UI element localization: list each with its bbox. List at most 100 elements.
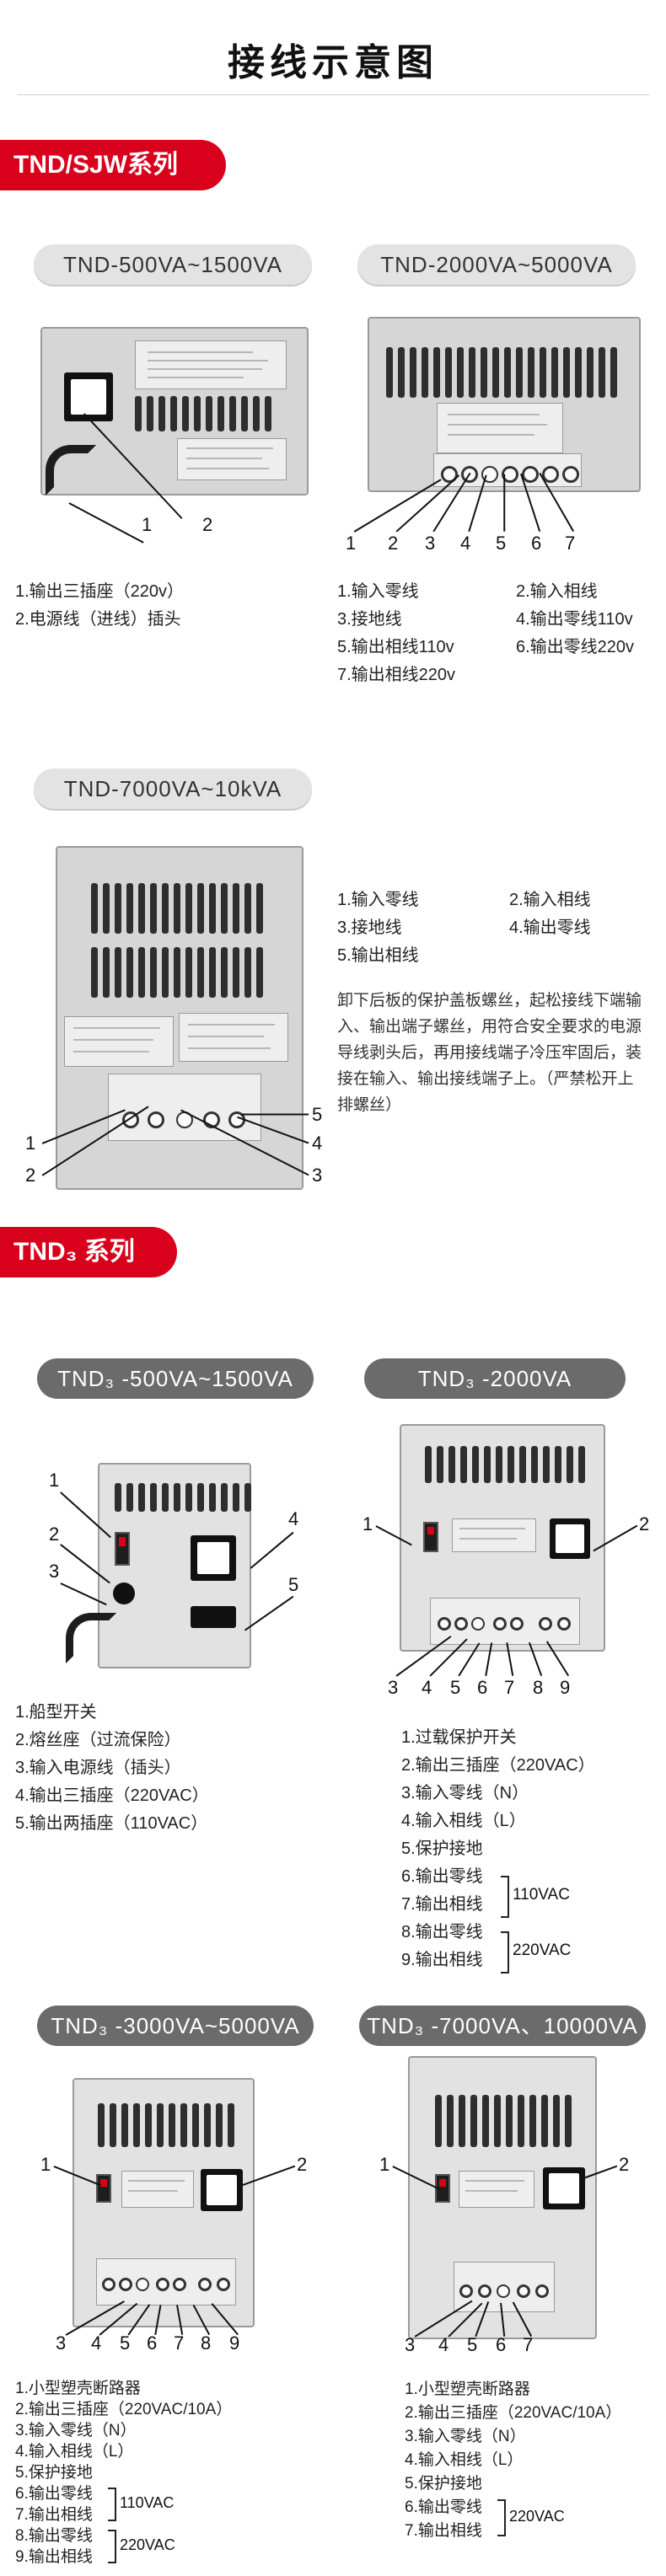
terminal-screw: [493, 1617, 507, 1631]
group-brace: [501, 1931, 509, 1974]
terminal-screw: [441, 466, 458, 483]
callout-2: 2: [49, 1524, 60, 1545]
fuse-holder: [113, 1583, 135, 1604]
legend-item: 4.输入相线（L）: [405, 2451, 524, 2469]
rating-plate: [179, 1013, 288, 1062]
vent-slots-upper: [91, 883, 263, 934]
legend-item: 1.小型塑壳断路器: [15, 2380, 141, 2397]
legend-item: 4.输出零线110v: [516, 610, 633, 629]
ground-terminal: [471, 1617, 485, 1631]
callout-2: 2: [388, 533, 399, 554]
legend-item: 1.过载保护开关: [401, 1728, 517, 1747]
legend-tnd3-3000: 1.小型塑壳断路器 2.输出三插座（220VAC/10A） 3.输入零线（N） …: [15, 2378, 232, 2568]
three-pin-socket: [191, 1535, 236, 1581]
legend-item: 5.输出相线: [337, 946, 419, 965]
legend-item: 5.保护接地: [405, 2475, 482, 2493]
legend-tnd-500: 1.输出三插座（220v） 2.电源线（进线）插头: [15, 578, 184, 634]
legend-tnd3-7000: 1.小型塑壳断路器 2.输出三插座（220VAC/10A） 3.输入零线（N） …: [405, 2378, 621, 2543]
back-panel-tnd-500: [40, 327, 309, 495]
legend-item: 1.输入零线: [337, 891, 419, 909]
callout-7: 7: [565, 533, 576, 554]
callout-5: 5: [120, 2332, 131, 2354]
back-panel-tnd-2000: [368, 317, 641, 492]
warning-plate: [437, 403, 563, 453]
legend-item: 2.电源线（进线）插头: [15, 610, 181, 629]
callout-1: 1: [363, 1513, 373, 1534]
back-panel-tnd3-7000: [408, 2056, 597, 2339]
callout-1: 1: [379, 2154, 390, 2175]
legend-tnd-2000-right: 2.输入相线 4.输出零线110v 6.输出零线220v: [516, 578, 634, 661]
vent-slots: [435, 2095, 572, 2147]
callout-8: 8: [533, 1677, 544, 1698]
rating-plate: [452, 1518, 536, 1552]
ground-terminal: [497, 2284, 510, 2298]
terminal-block: [108, 1074, 261, 1141]
terminal-screw: [102, 2278, 115, 2291]
legend-tnd3-500: 1.船型开关 2.熔丝座（过流保险） 3.输入电源线（插头） 4.输出三插座（2…: [15, 1699, 209, 1838]
terminal-screw: [539, 1617, 552, 1631]
terminal-screw: [148, 1111, 164, 1128]
legend-item: 5.输出相线110v: [337, 638, 454, 656]
back-panel-tnd3-3000: [73, 2078, 255, 2327]
callout-4: 4: [422, 1677, 432, 1698]
terminal-block: [430, 1598, 580, 1645]
callout-4: 4: [438, 2334, 449, 2355]
vent-slots: [98, 2103, 234, 2147]
legend-item: 1.船型开关: [15, 1703, 97, 1722]
legend-item: 6.输出零线220v: [516, 638, 635, 656]
back-panel-tnd3-500: [66, 1463, 251, 1668]
terminal-screw: [502, 466, 518, 483]
callout-2: 2: [202, 514, 213, 535]
callout-6: 6: [496, 2334, 507, 2355]
ground-terminal: [136, 2278, 149, 2291]
callout-6: 6: [531, 533, 542, 554]
terminal-screw: [535, 2284, 549, 2298]
callout-5: 5: [450, 1677, 461, 1698]
terminal-screw: [198, 2278, 212, 2291]
legend-item: 1.输入零线: [337, 582, 419, 601]
callout-5: 5: [288, 1574, 299, 1595]
group-brace: [108, 2530, 116, 2563]
wiring-instructions: 卸下后板的保护盖板螺丝，起松接线下端输入、输出端子螺丝，用符合安全要求的电源导线…: [337, 992, 642, 1114]
rating-plate: [177, 438, 287, 480]
callout-3: 3: [405, 2334, 416, 2355]
terminal-screw: [459, 2284, 473, 2298]
callout-7: 7: [504, 1677, 515, 1698]
circuit-breaker: [96, 2174, 111, 2203]
vent-slots: [115, 1483, 251, 1512]
terminal-block: [433, 453, 582, 487]
title-divider: [17, 94, 649, 95]
model-pill-tnd3-7000-10000: TND₃ -7000VA、10000VA: [359, 2006, 646, 2046]
ground-terminal: [481, 466, 498, 483]
leader-line: [244, 1596, 294, 1631]
legend-item: 3.输入零线（N）: [401, 1784, 529, 1802]
callout-2: 2: [639, 1513, 650, 1534]
group-brace: [501, 1876, 509, 1918]
legend-item: 3.接地线: [337, 918, 402, 937]
legend-item: 4.输入相线（L）: [401, 1812, 526, 1830]
callout-5: 5: [467, 2334, 478, 2355]
terminal-screw: [217, 2278, 230, 2291]
terminal-screw: [562, 466, 579, 483]
terminal-screw: [156, 2278, 169, 2291]
vent-slots: [386, 347, 617, 398]
model-pill-tnd-500-1500: TND-500VA~1500VA: [34, 244, 312, 285]
callout-4: 4: [91, 2332, 102, 2354]
vent-slots: [425, 1446, 585, 1483]
terminal-screw: [478, 2284, 491, 2298]
terminal-screw: [454, 1617, 468, 1631]
leader-line: [241, 1114, 309, 1116]
legend-item: 7.输出相线: [401, 1895, 483, 1914]
three-pin-socket: [550, 1518, 590, 1559]
two-pin-socket: [191, 1606, 236, 1628]
terminal-screw: [557, 1617, 571, 1631]
legend-item: 2.输出三插座（220VAC）: [401, 1756, 595, 1775]
legend-item: 2.输入相线: [509, 891, 591, 909]
rating-plate: [121, 2171, 194, 2208]
brace-label-110vac: 110VAC: [513, 1886, 570, 1904]
callout-5: 5: [312, 1104, 323, 1125]
legend-item: 3.输入零线（N）: [15, 2422, 137, 2439]
callout-4: 4: [288, 1508, 299, 1529]
legend-item: 5.保护接地: [15, 2464, 93, 2482]
model-pill-tnd-7000-10k: TND-7000VA~10kVA: [34, 769, 312, 809]
